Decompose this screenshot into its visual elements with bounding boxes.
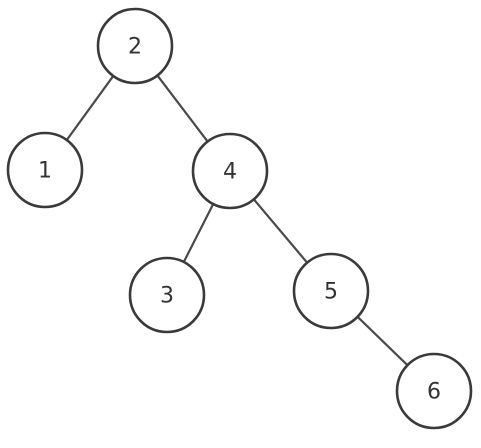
node-circle	[395, 352, 473, 430]
edge-4-to-5	[252, 198, 309, 264]
node-label: 1	[38, 159, 52, 184]
node-circle	[191, 132, 269, 210]
edge-2-to-1	[65, 74, 115, 142]
node-label: 3	[160, 284, 174, 309]
edge-5-to-6	[356, 315, 409, 367]
edges-layer	[65, 74, 409, 367]
edge-2-to-4	[156, 74, 209, 143]
node-circle	[6, 131, 84, 209]
node-label: 2	[128, 35, 142, 60]
node-circle	[128, 256, 206, 334]
tree-node-6: 6	[395, 352, 473, 430]
node-circle	[292, 252, 370, 330]
tree-node-1: 1	[6, 131, 84, 209]
node-label: 6	[427, 380, 441, 405]
node-circle	[96, 7, 174, 85]
node-label: 5	[324, 280, 338, 305]
node-label: 4	[223, 160, 237, 185]
nodes-layer: 2 1 4 3 5 6	[6, 7, 473, 430]
tree-node-3: 3	[128, 256, 206, 334]
tree-node-2: 2	[96, 7, 174, 85]
edge-4-to-3	[182, 202, 215, 264]
tree-node-4: 4	[191, 132, 269, 210]
tree-node-5: 5	[292, 252, 370, 330]
